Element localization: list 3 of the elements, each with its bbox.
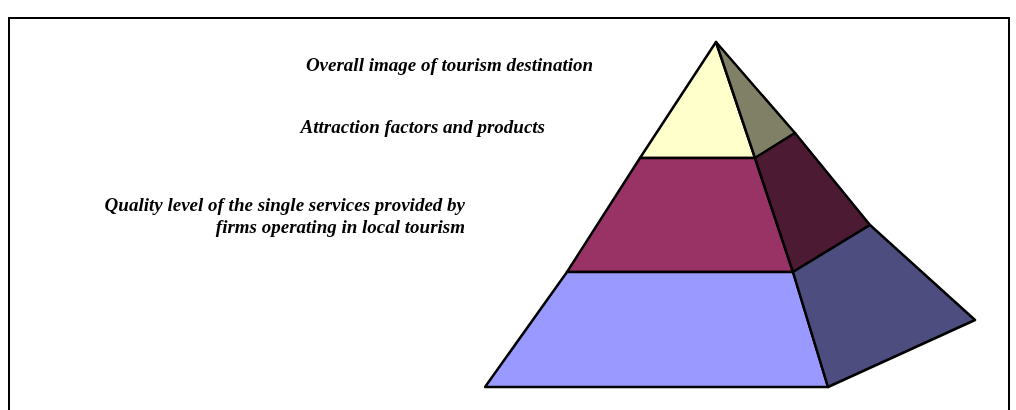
tier-label: Quality level of the single services provided by firms operating in local tourism (103, 194, 465, 238)
tier-label: Attraction factors and products (298, 116, 545, 138)
tier-label: Overall image of tourism destination (304, 54, 593, 76)
